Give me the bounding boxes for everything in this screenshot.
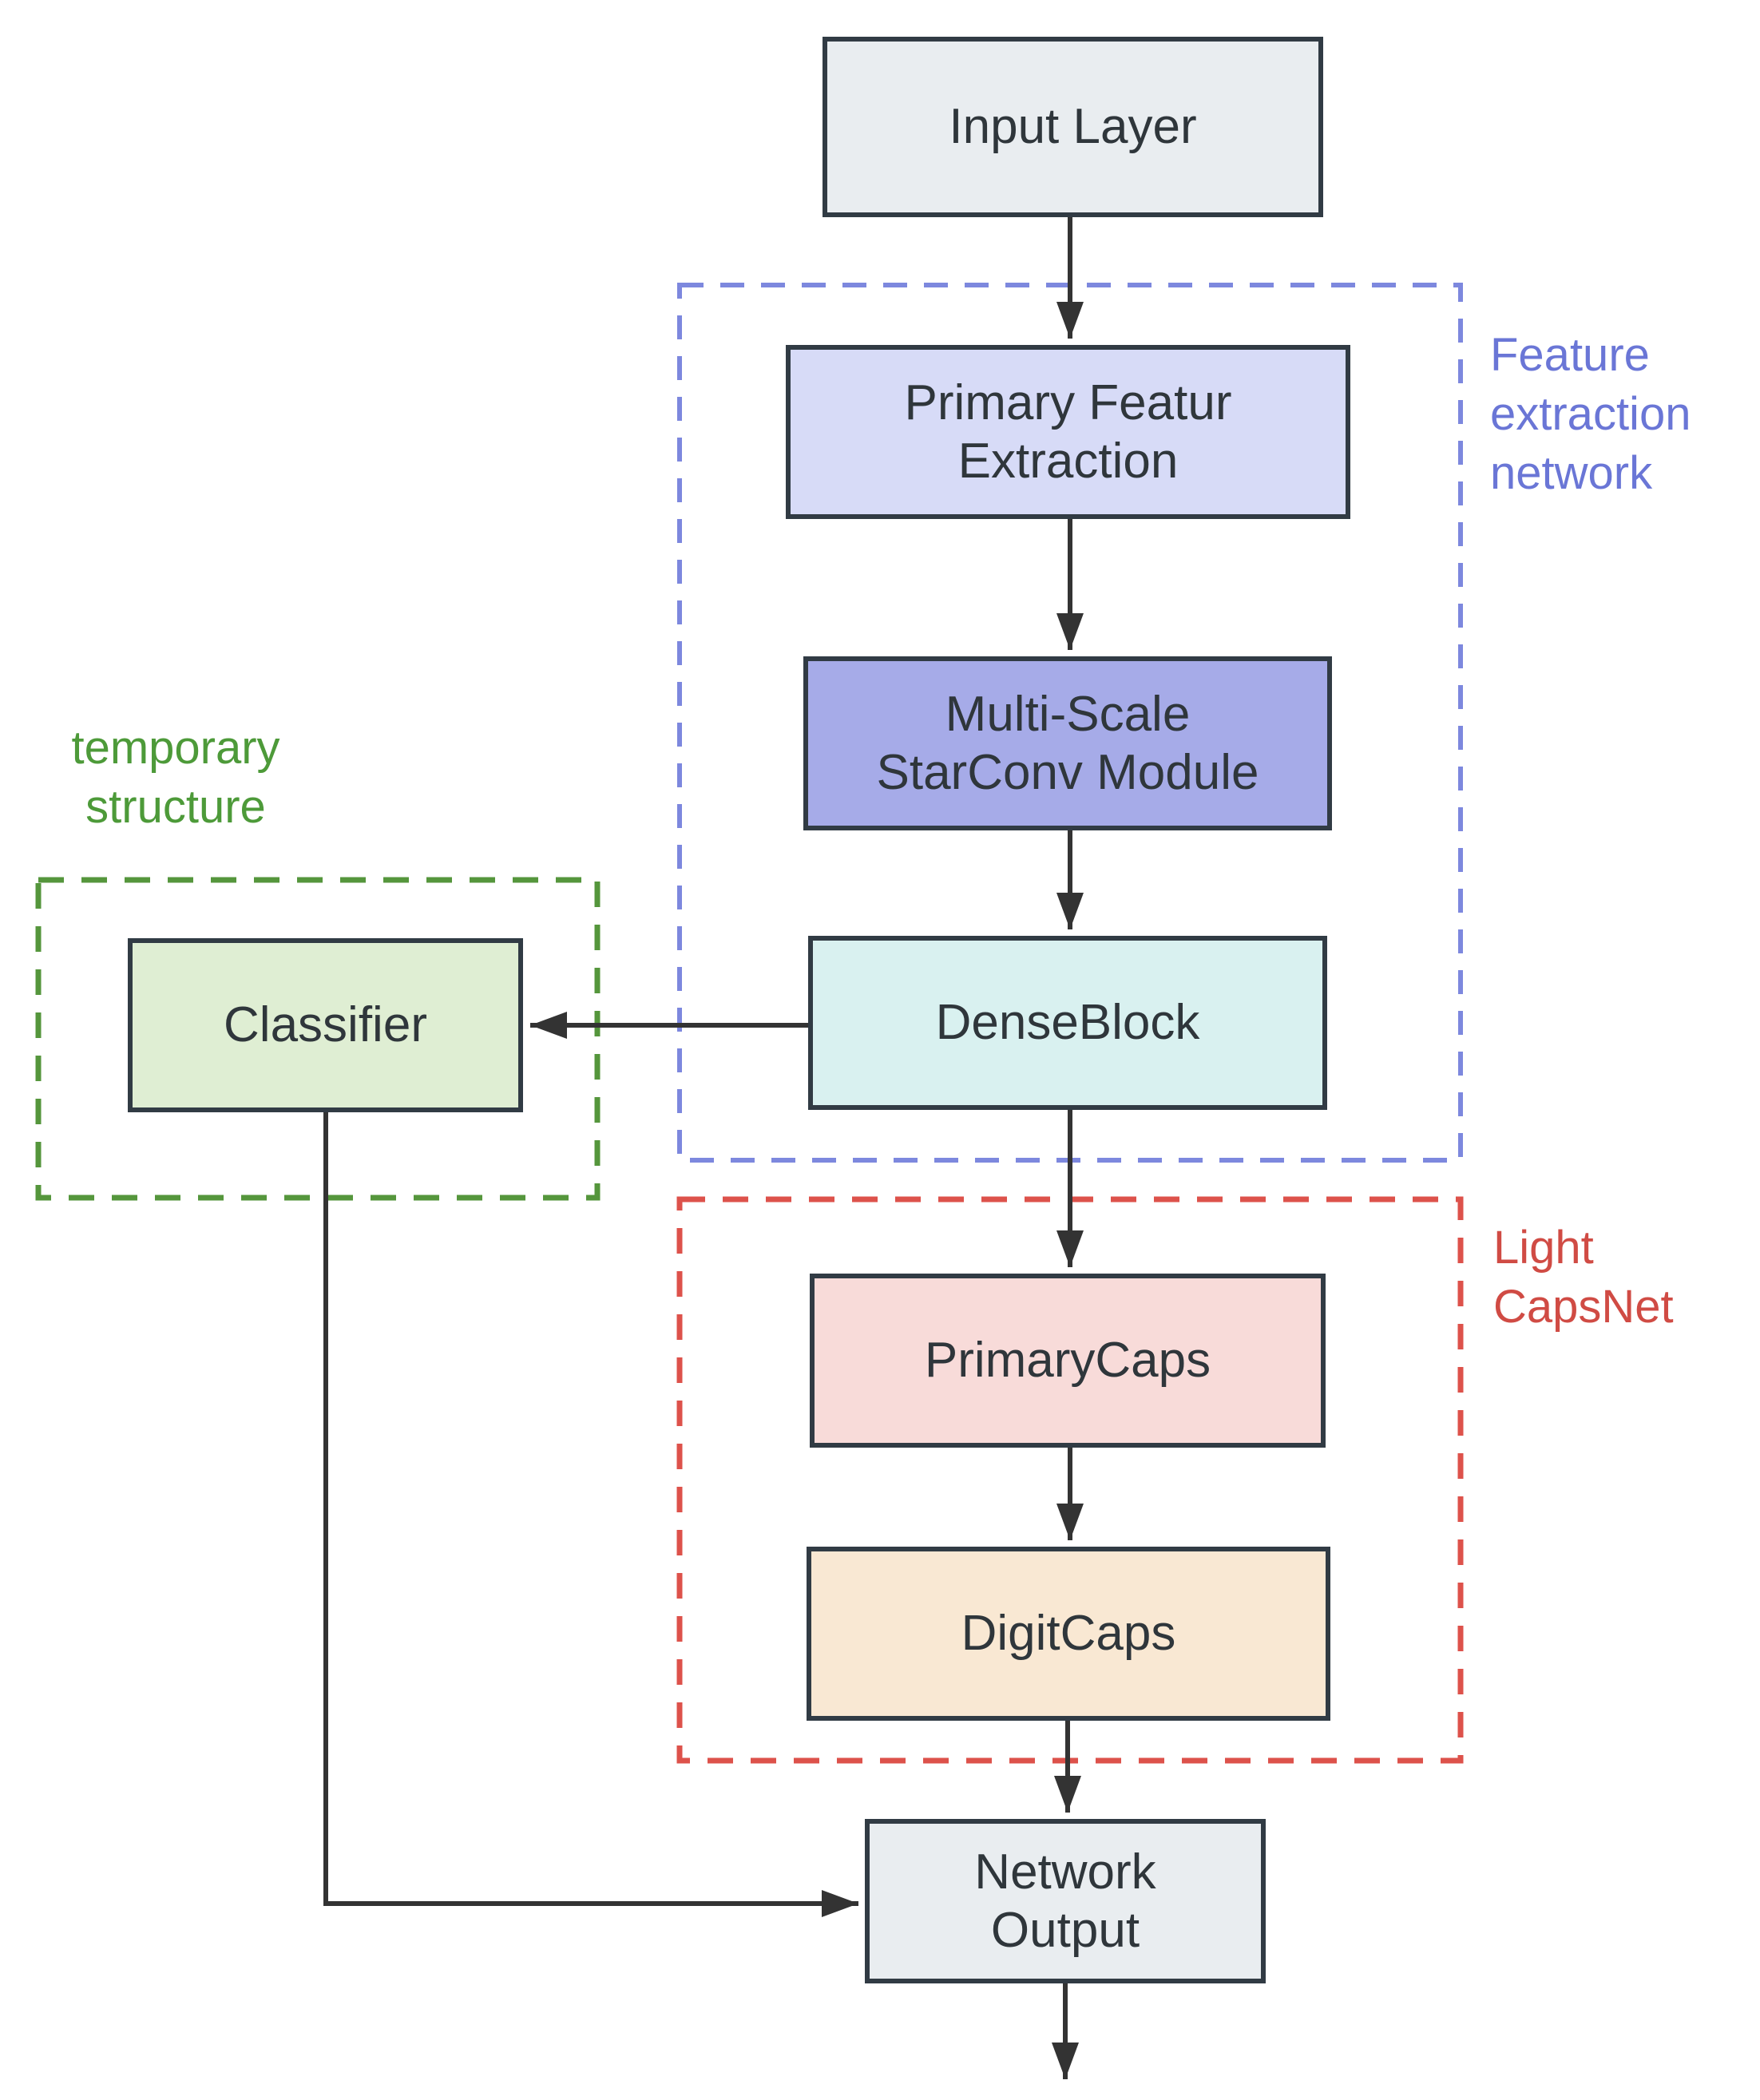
- node-network-output-label: Network Output: [974, 1844, 1156, 1958]
- node-denseblock-label: DenseBlock: [935, 995, 1200, 1051]
- node-primary-feature-extraction-label: Primary Featur Extraction: [904, 374, 1232, 489]
- node-primarycaps-label: PrimaryCaps: [924, 1333, 1211, 1389]
- node-primarycaps: PrimaryCaps: [810, 1274, 1326, 1448]
- arrow-classifier-to-network-output: [323, 1112, 858, 1917]
- node-multiscale-starconv-module: Multi-Scale StarConv Module: [803, 656, 1332, 830]
- node-digitcaps-label: DigitCaps: [961, 1606, 1176, 1662]
- node-primary-feature-extraction: Primary Featur Extraction: [786, 345, 1350, 519]
- temporary-structure-group-border: [35, 877, 601, 1201]
- node-input-layer: Input Layer: [823, 37, 1323, 217]
- node-network-output: Network Output: [865, 1819, 1266, 1983]
- light-capsnet-label: Light CapsNet: [1493, 1222, 1674, 1333]
- node-input-layer-label: Input Layer: [949, 99, 1197, 155]
- temporary-structure-label: temporary structure: [71, 722, 280, 834]
- node-classifier-label: Classifier: [224, 997, 427, 1053]
- node-digitcaps: DigitCaps: [807, 1547, 1330, 1721]
- feature-extraction-network-label: Feature extraction network: [1490, 329, 1691, 500]
- node-multiscale-starconv-module-label: Multi-Scale StarConv Module: [876, 686, 1259, 800]
- node-denseblock: DenseBlock: [808, 936, 1327, 1110]
- node-classifier: Classifier: [128, 938, 523, 1112]
